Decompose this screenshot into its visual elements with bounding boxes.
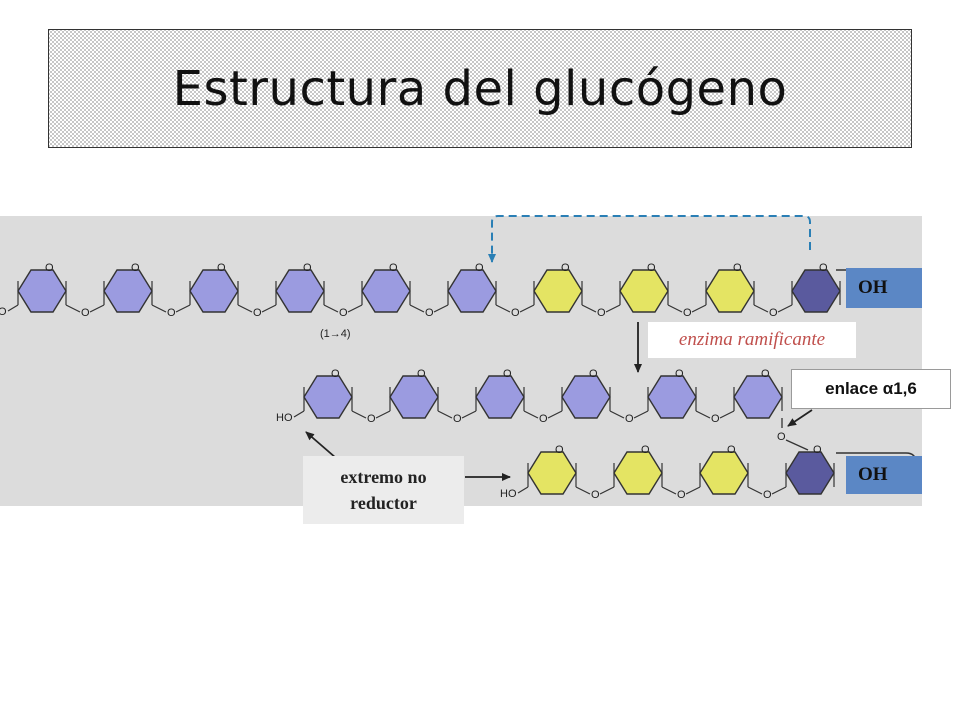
- branch-bond-lower: [785, 439, 809, 451]
- glucose-unit: O: [647, 368, 697, 419]
- transfer-arrow: [488, 215, 811, 263]
- ring-oxygen: O: [589, 368, 598, 380]
- bridge-oxygen: O: [591, 489, 600, 501]
- ring-oxygen: O: [555, 444, 564, 456]
- glucose-unit: O: [303, 368, 353, 419]
- title-box: Estructura del glucógeno: [48, 29, 912, 148]
- ring-oxygen: O: [733, 262, 742, 274]
- glucose-unit: O: [447, 262, 497, 313]
- bridge-oxygen: O: [769, 307, 778, 319]
- ring-oxygen: O: [131, 262, 140, 274]
- chain-top: O O O O O O O O O O O O O O O O O O O HO: [0, 262, 841, 319]
- ring-oxygen: O: [813, 444, 822, 456]
- enlace-arrow: [787, 409, 813, 427]
- glucose-unit: O: [699, 444, 749, 495]
- bridge-oxygen: O: [625, 413, 634, 425]
- ring-oxygen: O: [45, 262, 54, 274]
- ring-oxygen: O: [417, 368, 426, 380]
- bridge-oxygen: O: [167, 307, 176, 319]
- chain-bottom: O O O O O O O HO: [500, 444, 835, 501]
- extremo-line-1: extremo no: [340, 467, 427, 487]
- bridge-oxygen: O: [597, 307, 606, 319]
- ring-oxygen: O: [641, 444, 650, 456]
- glucose-unit: O: [791, 262, 841, 313]
- bridge-oxygen: O: [453, 413, 462, 425]
- ho-label: HO: [500, 488, 517, 500]
- bridge-oxygen: O: [425, 307, 434, 319]
- glucose-unit: O: [533, 262, 583, 313]
- ring-oxygen: O: [561, 262, 570, 274]
- bridge-oxygen: O: [763, 489, 772, 501]
- ring-oxygen: O: [647, 262, 656, 274]
- glucose-unit: O: [475, 368, 525, 419]
- bridge-oxygen: O: [339, 307, 348, 319]
- glucose-unit: O: [103, 262, 153, 313]
- enlace-label: enlace α1,6: [791, 369, 951, 409]
- bridge-oxygen: O: [539, 413, 548, 425]
- ring-oxygen: O: [503, 368, 512, 380]
- bridge-oxygen: O: [677, 489, 686, 501]
- glucose-unit: O: [361, 262, 411, 313]
- ho-label: HO: [276, 412, 293, 424]
- glucose-unit: O: [619, 262, 669, 313]
- linkage-label: (1→4): [320, 328, 351, 340]
- ring-oxygen: O: [389, 262, 398, 274]
- glucose-unit: O: [275, 262, 325, 313]
- ho-label: HO: [0, 306, 7, 318]
- bridge-oxygen: O: [511, 307, 520, 319]
- ring-oxygen: O: [727, 444, 736, 456]
- bridge-oxygen: O: [683, 307, 692, 319]
- extremo-arrow-up: [305, 431, 337, 459]
- glucose-unit: O: [733, 368, 783, 419]
- chain-middle: O O O O O O O O O O O HO: [276, 368, 783, 425]
- bridge-oxygen: O: [81, 307, 90, 319]
- enzima-ramificante-label: enzima ramificante: [648, 322, 856, 358]
- glucose-unit: O: [527, 444, 577, 495]
- ring-oxygen: O: [331, 368, 340, 380]
- ring-oxygen: O: [819, 262, 828, 274]
- bridge-oxygen: O: [253, 307, 262, 319]
- branch-oxygen: O: [777, 431, 786, 443]
- extremo-line-2: reductor: [350, 493, 417, 513]
- glucose-unit: O: [17, 262, 67, 313]
- extremo-no-reductor-label: extremo no reductor: [303, 456, 464, 524]
- oh-tag-top: OH: [846, 268, 922, 308]
- ring-oxygen: O: [217, 262, 226, 274]
- page-title: Estructura del glucógeno: [172, 60, 788, 117]
- glucose-unit: O: [389, 368, 439, 419]
- chain-layer: OOOOOOOOOOOOOOOOOOOHOOOOOOOOOOOOHOOOOOOO…: [0, 262, 917, 501]
- glucose-unit: O: [613, 444, 663, 495]
- ring-oxygen: O: [303, 262, 312, 274]
- bridge-oxygen: O: [711, 413, 720, 425]
- oh-tag-bottom: OH: [846, 456, 922, 494]
- glucose-unit: O: [785, 444, 835, 495]
- glucose-unit: O: [705, 262, 755, 313]
- ring-oxygen: O: [475, 262, 484, 274]
- bridge-oxygen: O: [367, 413, 376, 425]
- ring-oxygen: O: [761, 368, 770, 380]
- ring-oxygen: O: [675, 368, 684, 380]
- glucose-unit: O: [561, 368, 611, 419]
- glucose-unit: O: [189, 262, 239, 313]
